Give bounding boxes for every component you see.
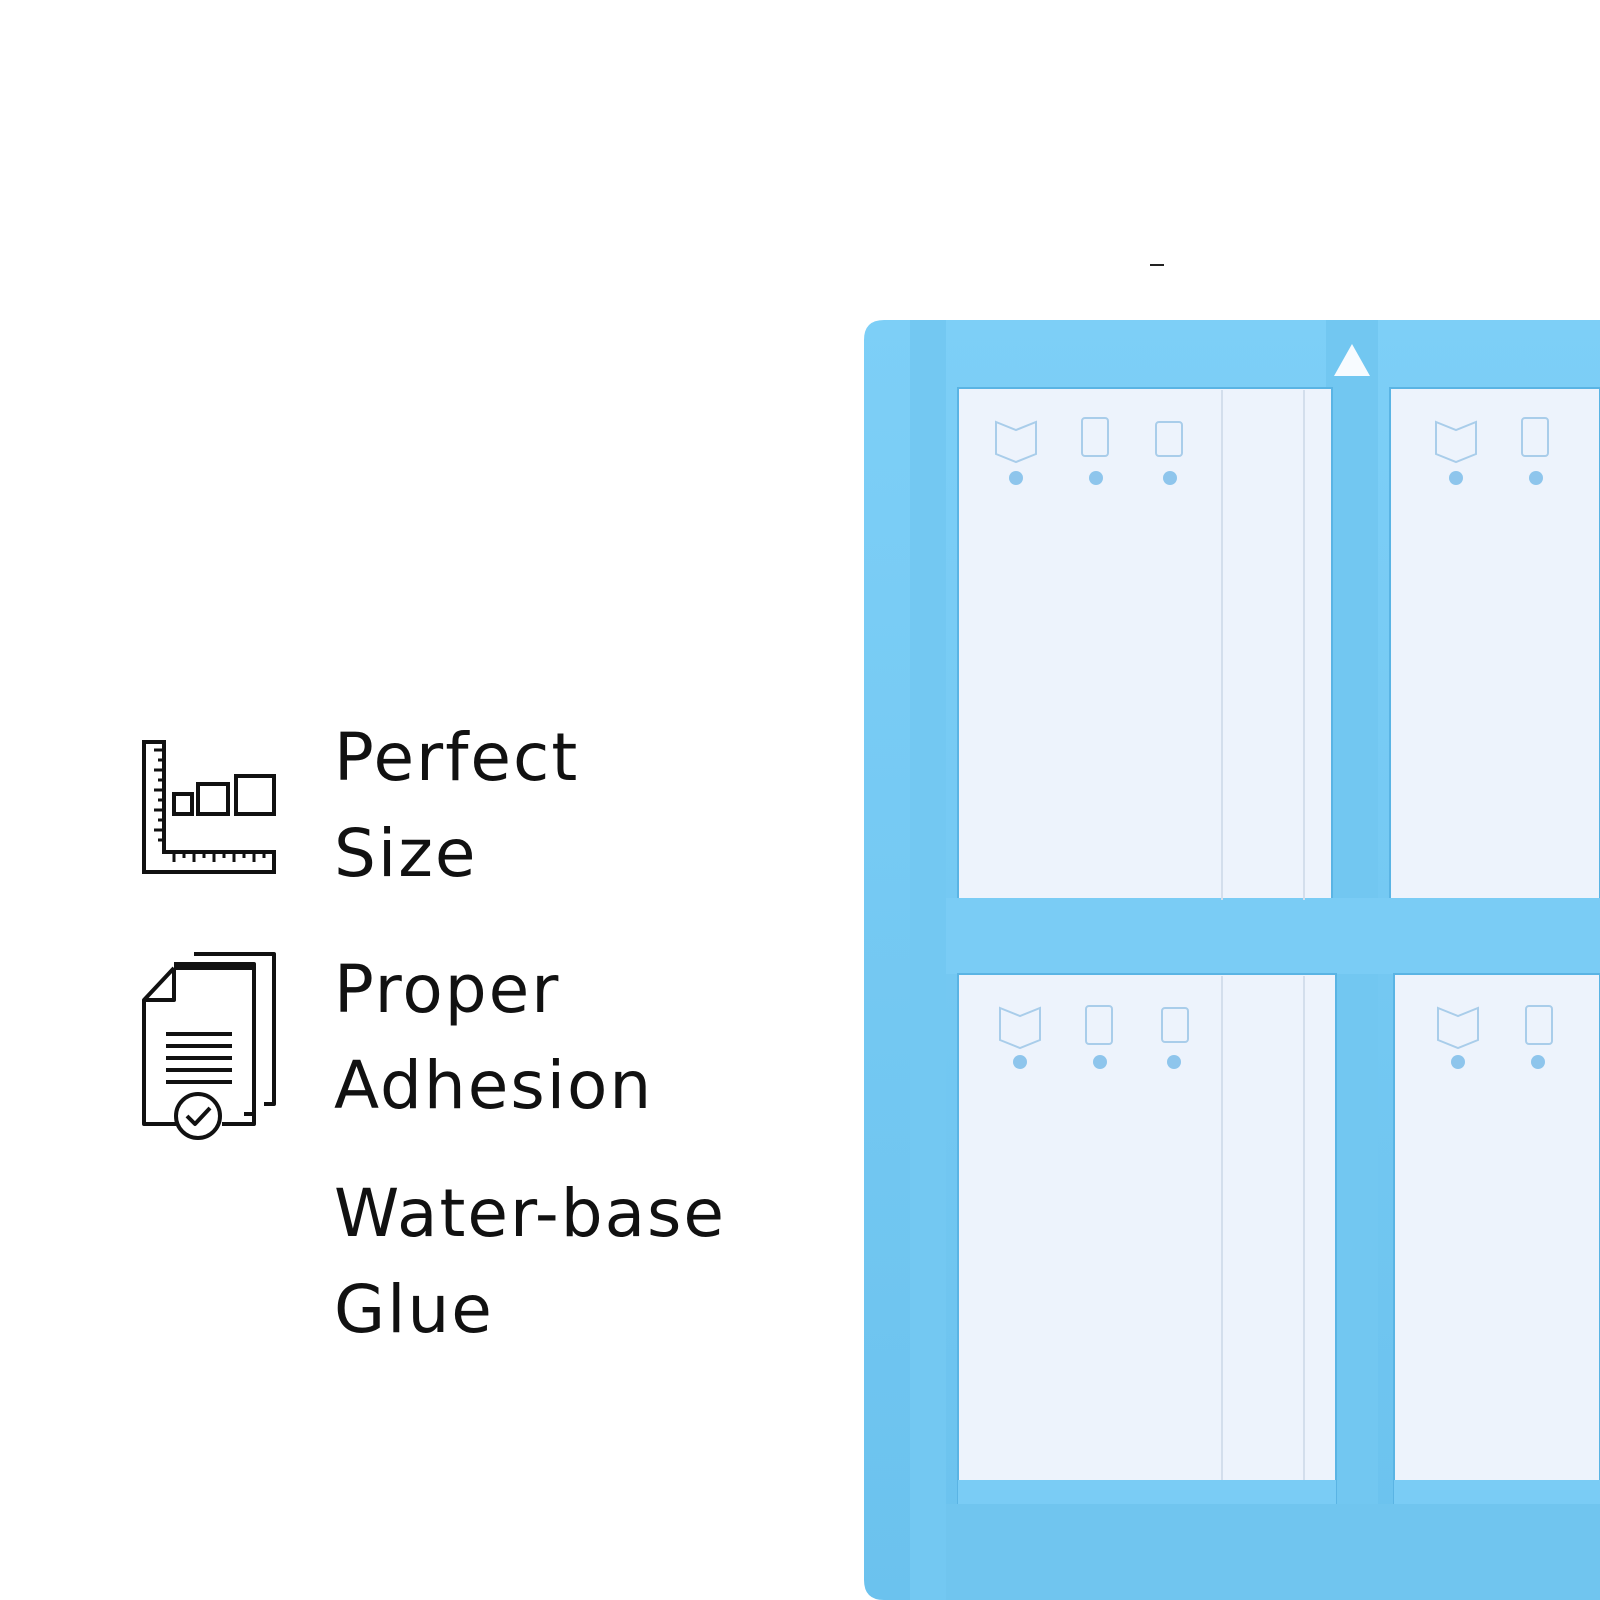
feature-title-line1: Proper <box>334 951 561 1028</box>
documents-check-icon <box>142 952 276 1140</box>
feature-title-line1: Water-base <box>334 1175 727 1252</box>
feature-proper-adhesion: Proper Adhesion <box>334 942 653 1134</box>
feature-water-base-glue: Water-base Glue <box>334 1166 726 1358</box>
feature-title-line2: Glue <box>334 1271 494 1348</box>
feature-title-line2: Size <box>334 815 478 892</box>
feature-title-line1: Perfect <box>334 719 580 796</box>
cutting-mat-photo <box>864 320 1600 1600</box>
feature-title-line2: Adhesion <box>334 1047 654 1124</box>
tiny-dash-mark <box>1150 264 1164 266</box>
feature-perfect-size: Perfect Size <box>334 710 579 902</box>
ruler-squares-icon <box>142 740 276 874</box>
